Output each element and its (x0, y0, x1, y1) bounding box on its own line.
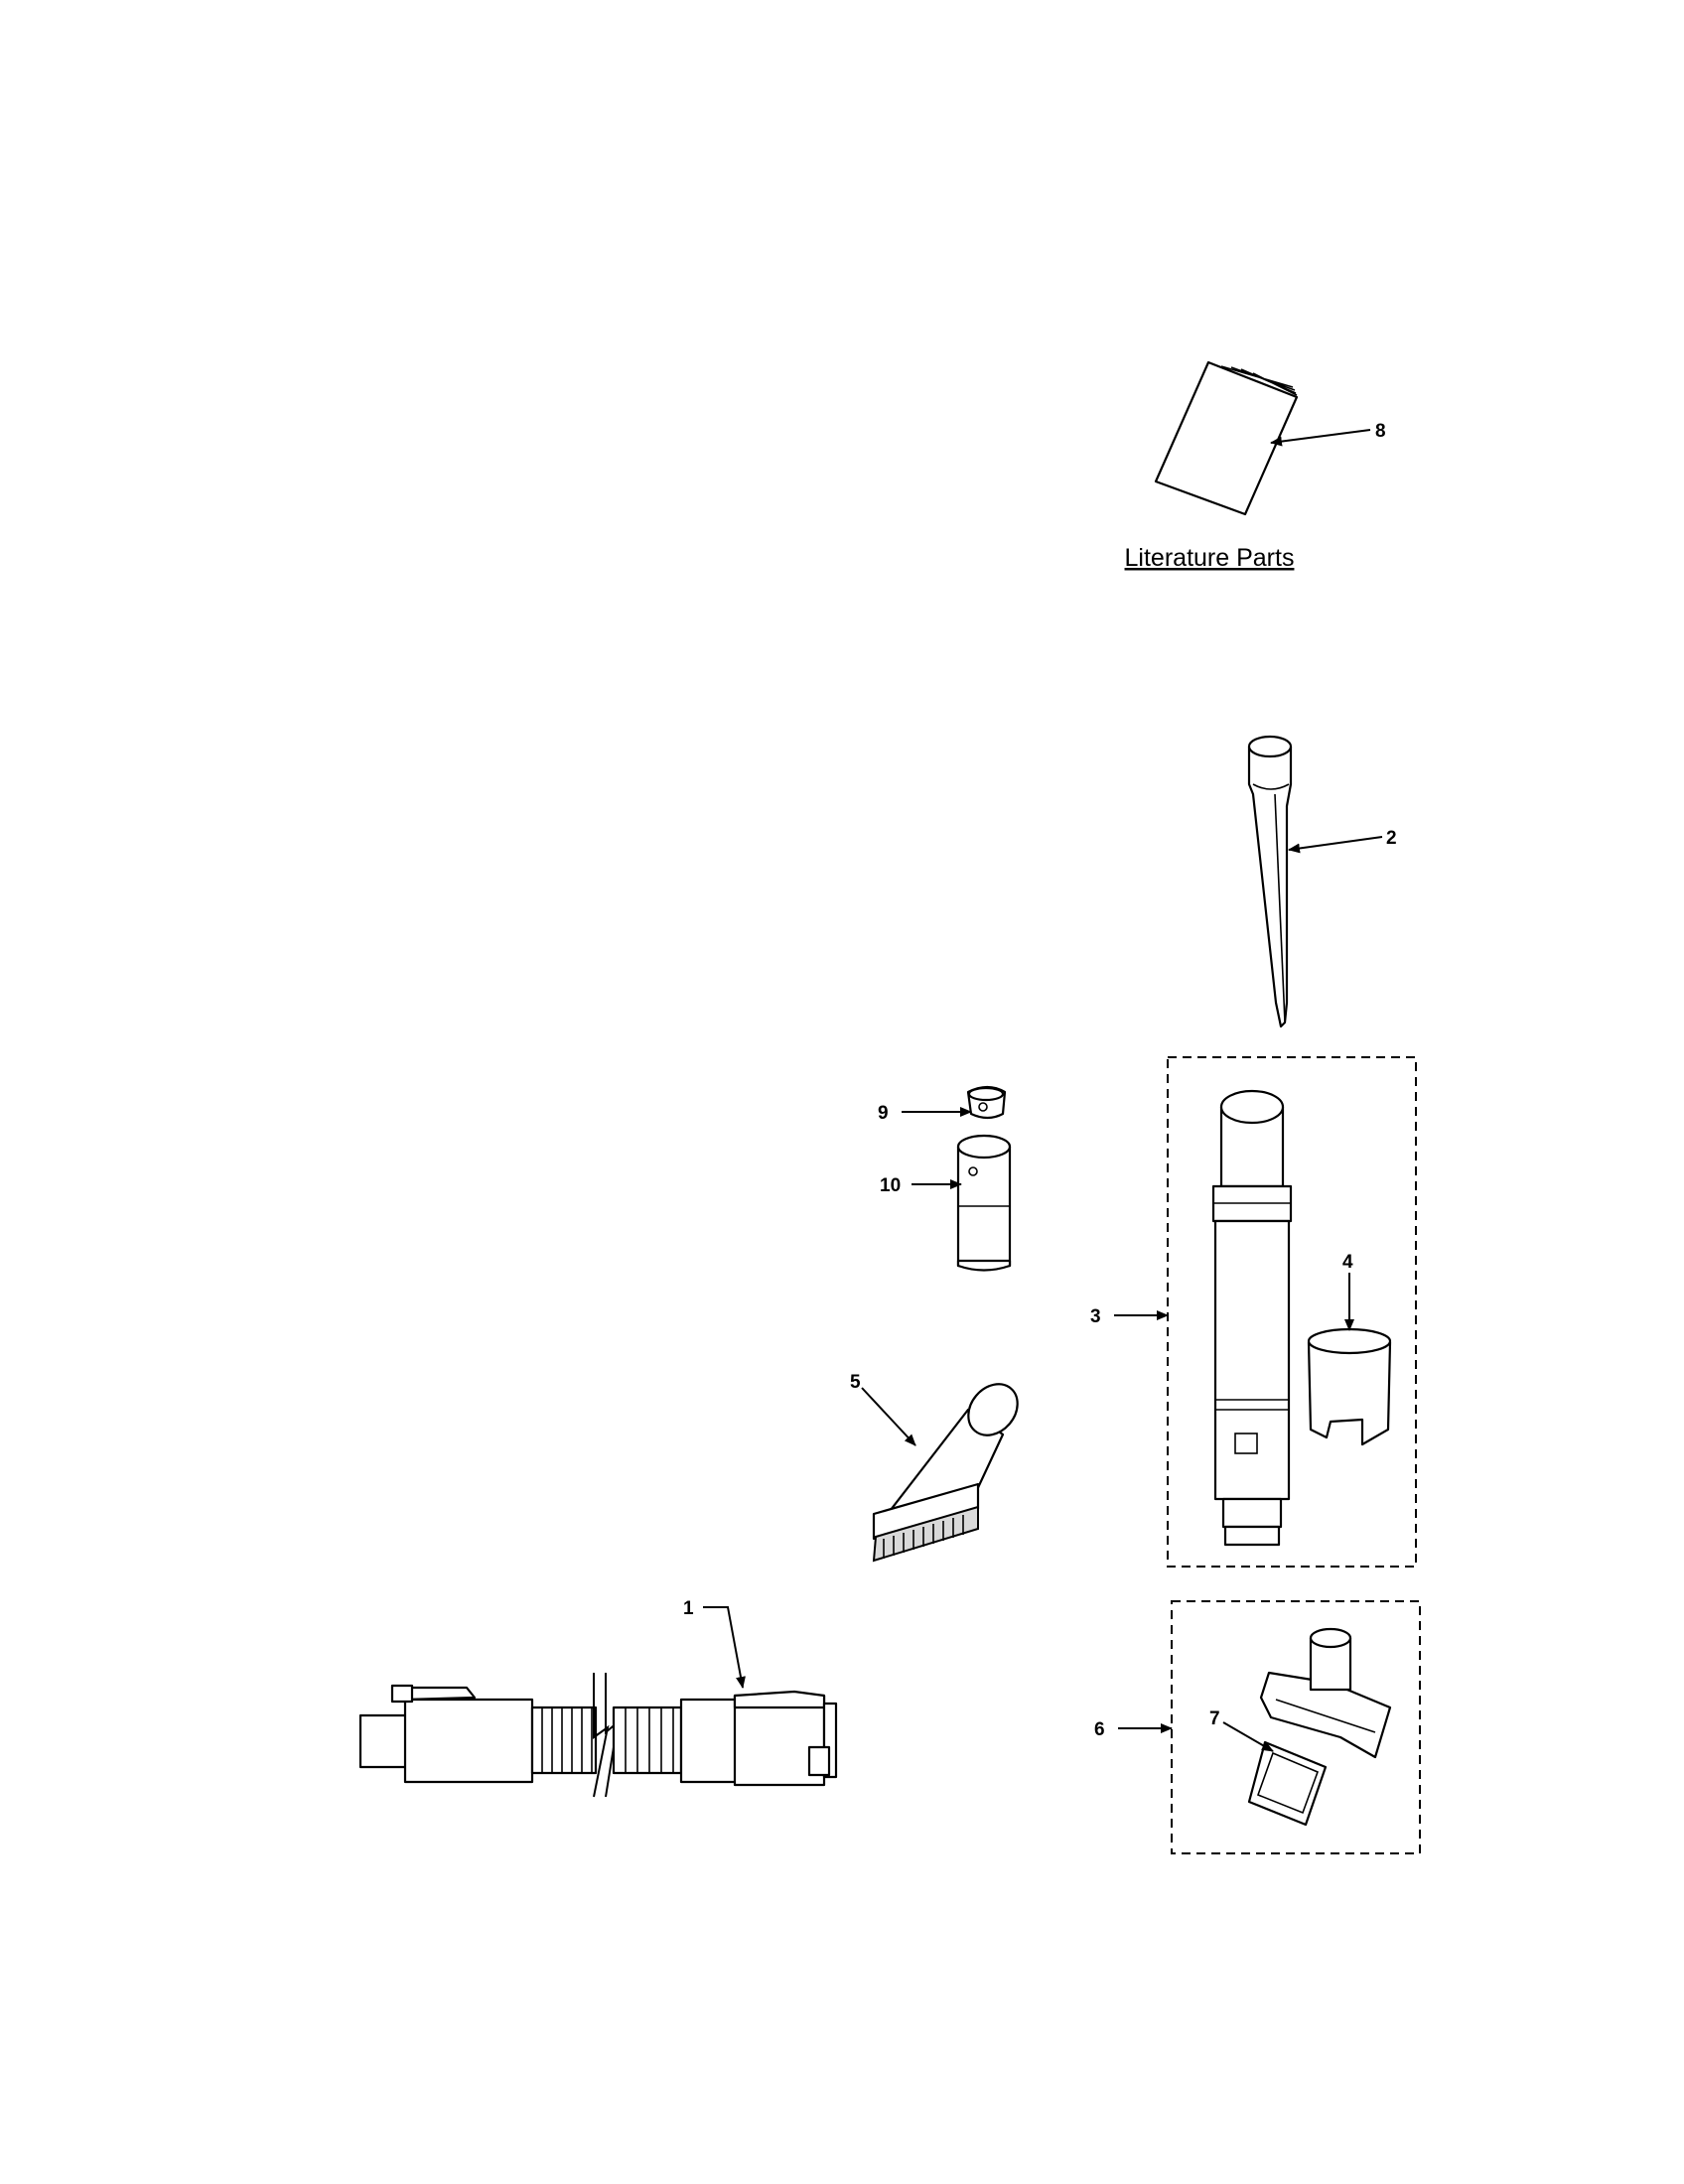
callout-3: 3 (1090, 1306, 1101, 1327)
callout-8: 8 (1375, 421, 1386, 442)
small-clip-icon (966, 1085, 1007, 1120)
callout-1: 1 (683, 1598, 694, 1619)
callout-4: 4 (1342, 1252, 1353, 1273)
owners-manual-icon (1154, 360, 1299, 516)
dusting-brush-icon (872, 1383, 1019, 1563)
upholstery-insert-icon (1247, 1740, 1328, 1827)
wand-clip-icon (1307, 1327, 1392, 1446)
leader-1 (703, 1606, 746, 1689)
callout-10: 10 (880, 1175, 901, 1196)
leader-8 (1270, 429, 1371, 447)
callout-9: 9 (878, 1103, 889, 1124)
callout-2: 2 (1386, 828, 1397, 849)
callout-7: 7 (1209, 1708, 1220, 1729)
upholstery-tool-kit-icon (1259, 1627, 1392, 1759)
kit-box-6 (1171, 1600, 1421, 1854)
crevice-tool-icon (1247, 735, 1293, 1028)
leader-2 (1288, 836, 1383, 854)
extension-wand-kit-icon (1211, 1089, 1293, 1547)
kit-box-3 (1167, 1056, 1417, 1568)
hose-assembly-icon (358, 1673, 838, 1798)
callout-5: 5 (850, 1372, 861, 1393)
leader-7 (1222, 1721, 1274, 1752)
literature-parts-title: Literature Parts (1125, 544, 1295, 572)
leader-5 (861, 1387, 916, 1446)
callout-6: 6 (1094, 1719, 1105, 1740)
adapter-tube-icon (956, 1134, 1012, 1272)
